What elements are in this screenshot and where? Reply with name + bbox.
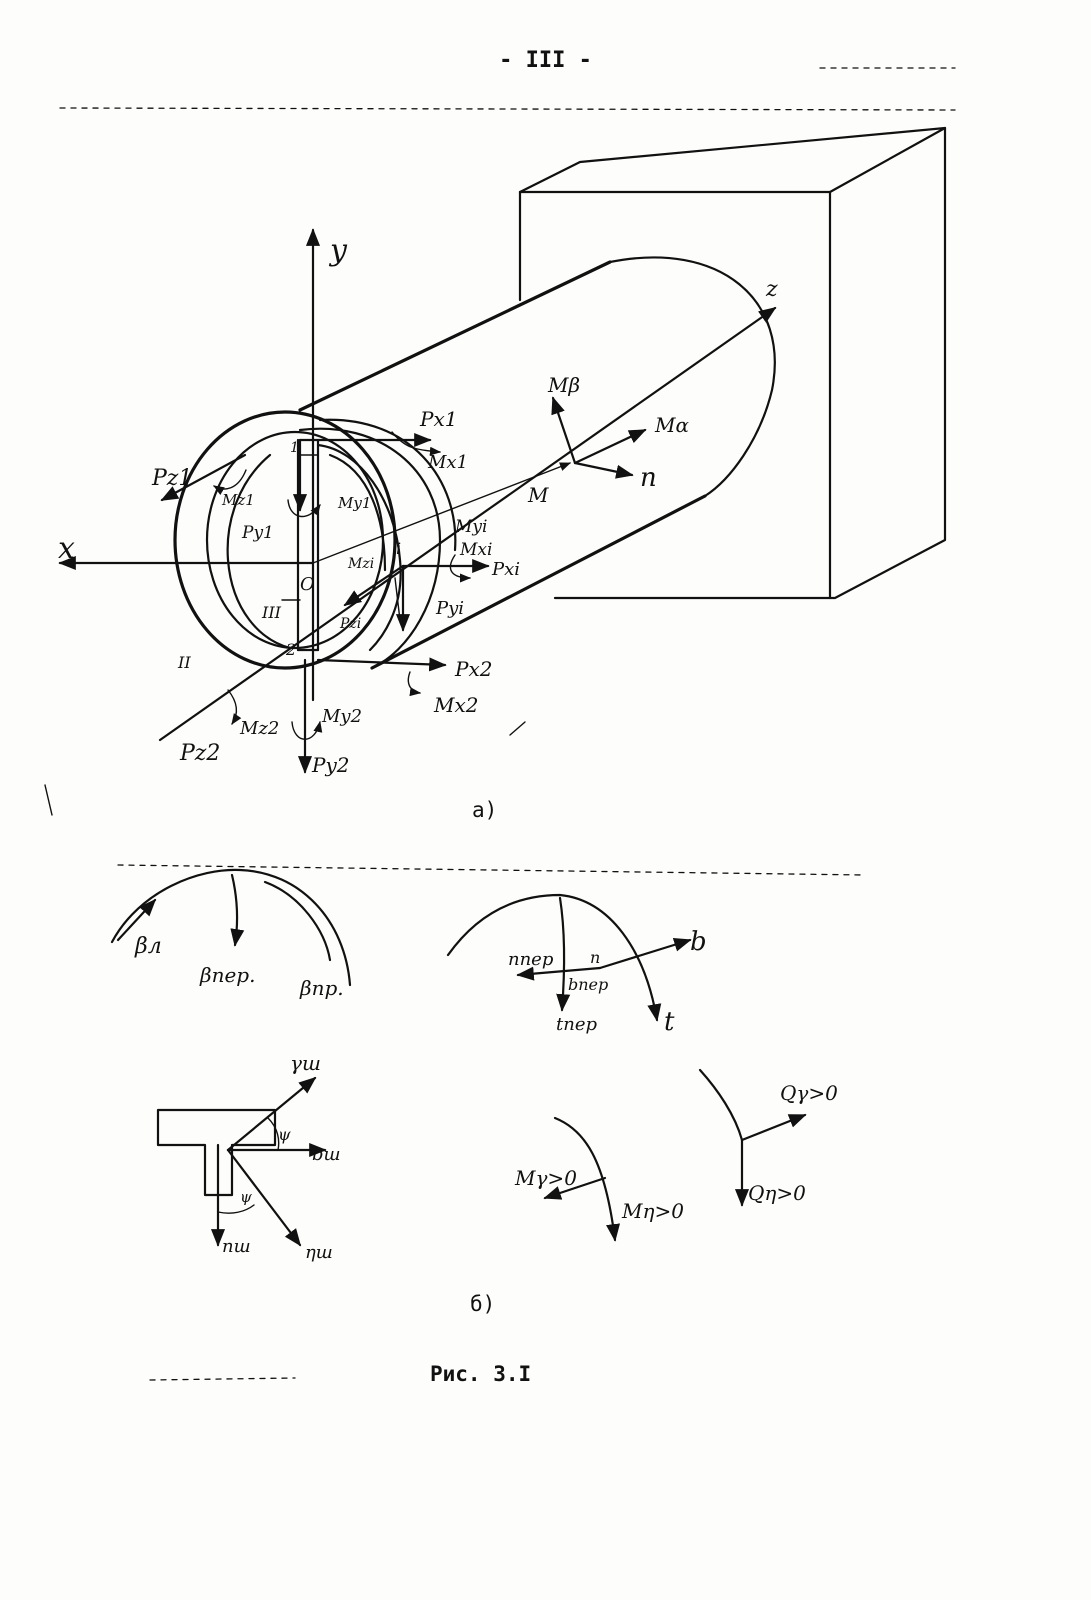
arrow-pz1 (160, 453, 247, 502)
label-mz2: Mz2 (239, 718, 279, 739)
caption-a: а) (472, 798, 498, 822)
label-py2: Py2 (311, 753, 349, 777)
label-beta-l: βл (134, 934, 162, 959)
label-gamma-sh: γш (290, 1051, 321, 1075)
header-rule (59, 107, 956, 111)
arrow-mx2 (407, 671, 422, 697)
caption-b: б) (470, 1292, 496, 1316)
label-pz1: Pz1 (151, 466, 192, 491)
label-mzi: Mzi (347, 556, 374, 572)
axis-y-label: y (328, 233, 348, 268)
label-t: t (664, 1007, 675, 1037)
label-mxi: Mxi (459, 540, 492, 560)
label-pyi: Pyi (435, 598, 464, 619)
vector-m-beta (551, 396, 577, 465)
vector-m-alpha (573, 428, 647, 465)
label-b: b (690, 927, 707, 957)
section-cut (226, 438, 402, 652)
cylinder-shell (173, 256, 776, 670)
label-m-eta: Mη>0 (621, 1199, 684, 1223)
axis-z (158, 306, 777, 742)
sign-convention-frame (446, 893, 692, 1022)
label-px2: Px2 (454, 657, 492, 681)
label-my1: My1 (337, 494, 371, 512)
label-mx2: Mx2 (433, 693, 478, 717)
label-q-gamma: Qγ>0 (780, 1081, 838, 1105)
arrow-px2 (316, 657, 447, 672)
axis-ray (312, 462, 572, 564)
label-m: M (527, 483, 549, 507)
support-block (518, 126, 947, 600)
label-mz1: Mz1 (221, 491, 255, 509)
arrow-mxi (449, 554, 472, 583)
arrow-mz2 (227, 689, 242, 725)
arrow-mx1 (391, 431, 442, 456)
arrow-my1 (287, 499, 321, 518)
point-i-label: i (396, 539, 401, 558)
label-px1: Px1 (419, 407, 457, 431)
point-1-label: 1 (290, 440, 299, 456)
arrow-mz1 (213, 469, 247, 496)
t-section-profile (156, 1076, 327, 1247)
label-t-per: tпер (556, 1014, 597, 1035)
sign-convention-beta (110, 868, 352, 987)
region-ii-label: II (177, 653, 191, 672)
label-psi: ψ (278, 1125, 291, 1144)
label-n-sh: nш (222, 1236, 251, 1257)
label-m-gamma: Mγ>0 (514, 1166, 577, 1190)
label-m-beta: Mβ (547, 373, 580, 397)
figure-caption: Рис. 3.I (430, 1362, 532, 1386)
label-mx1: Mx1 (427, 452, 468, 473)
region-iii-label: III (261, 603, 282, 622)
label-pz2: Pz2 (179, 741, 220, 766)
section-rule (117, 864, 866, 876)
axis-x-label: x (58, 531, 75, 566)
shear-sign-convention (698, 1068, 807, 1207)
arrow-pzi (343, 564, 405, 607)
label-b-per: bпер (568, 975, 608, 994)
point-2-label: 2 (285, 640, 296, 659)
label-m-alpha: Mα (654, 413, 689, 437)
label-n-per: nпер (508, 949, 554, 970)
label-q-eta: Qη>0 (748, 1181, 806, 1205)
label-beta-pr: βпр. (299, 976, 344, 1000)
label-my2: My2 (321, 706, 362, 727)
label-myi: Myi (454, 517, 487, 537)
page-number: - III - (499, 48, 592, 73)
label-pzi: Pzi (339, 616, 361, 632)
moment-sign-convention (543, 1116, 621, 1242)
label-beta-per: βпер. (199, 963, 255, 987)
label-n-b: n (590, 948, 600, 967)
axis-z-label: z (765, 277, 778, 302)
label-eta-sh: ηш (305, 1242, 333, 1263)
vector-n (573, 461, 634, 479)
label-b-sh: bш (312, 1144, 341, 1165)
label-psi2: ψ (240, 1188, 252, 1206)
label-py1: Py1 (241, 523, 274, 543)
origin-label: O (300, 574, 315, 595)
label-pxi: Pxi (491, 559, 520, 580)
arrow-my2 (291, 720, 323, 740)
label-n: n (640, 463, 657, 493)
